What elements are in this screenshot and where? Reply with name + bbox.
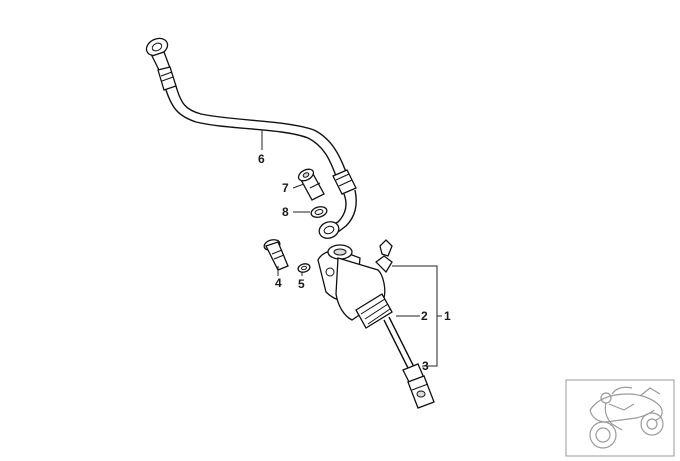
callout-labels: 6 7 8 4 5 2 1 3 bbox=[258, 152, 451, 373]
callout-3: 3 bbox=[422, 359, 429, 373]
leader-lines bbox=[261, 130, 442, 367]
fork-head[interactable] bbox=[402, 363, 435, 409]
motorcycle-icon bbox=[589, 386, 664, 449]
callout-5: 5 bbox=[298, 277, 305, 291]
callout-6: 6 bbox=[258, 152, 265, 166]
sealing-ring-upper[interactable] bbox=[310, 205, 328, 219]
callout-1: 1 bbox=[444, 309, 451, 323]
screw[interactable] bbox=[263, 238, 289, 271]
master-cylinder[interactable] bbox=[317, 239, 416, 373]
washer[interactable] bbox=[297, 263, 311, 274]
banjo-bolt[interactable] bbox=[297, 167, 325, 201]
brake-hose[interactable] bbox=[144, 35, 357, 241]
callout-7: 7 bbox=[282, 181, 289, 195]
motorcycle-thumbnail bbox=[565, 379, 675, 457]
callout-8: 8 bbox=[282, 205, 289, 219]
callout-4: 4 bbox=[275, 276, 282, 290]
callout-2: 2 bbox=[421, 309, 428, 323]
